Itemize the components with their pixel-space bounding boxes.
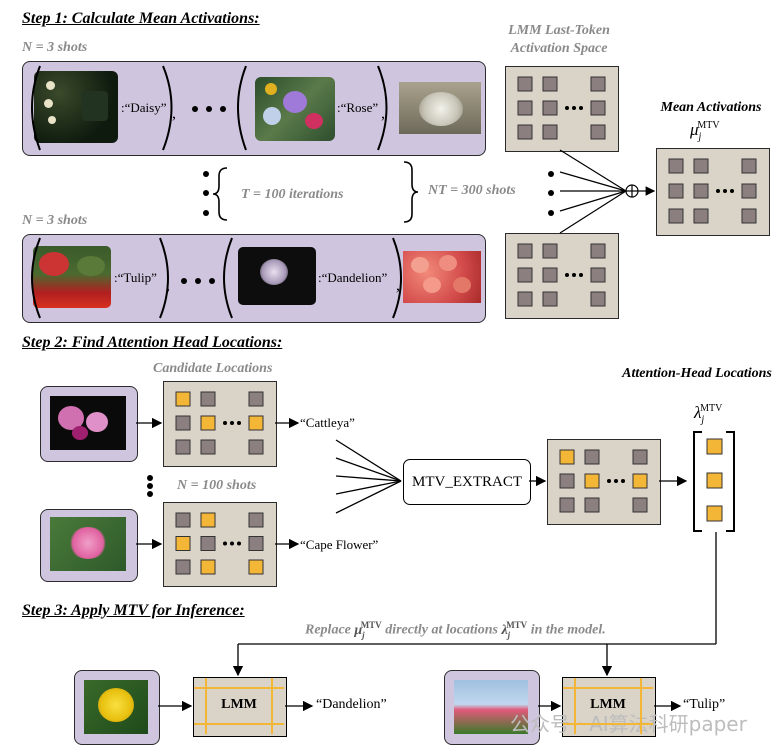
lmm-label-left: LMM [221, 697, 257, 712]
daisy-image [34, 71, 118, 143]
iterations-label: T = 100 iterations [241, 187, 344, 202]
mean-activations-title: Mean Activations [660, 100, 762, 115]
candidate-grid-bottom [163, 502, 277, 587]
replace-text: Replace μjMTV directly at locations λjMT… [305, 620, 606, 640]
label-dandelion: :“Dandelion” [318, 270, 388, 285]
mean-activations-symbol: μjMTV [690, 120, 720, 143]
candidate-title: Candidate Locations [153, 361, 273, 376]
label-daisy: :“Daisy” [121, 100, 167, 115]
query-tulips-image [454, 680, 528, 734]
locations-title-text: Attention-Head Locations [622, 366, 772, 381]
activation-space-title-text: LMM Last-Token Activation Space [508, 23, 610, 56]
location-cell [706, 505, 723, 522]
query-dandelion-image [84, 680, 148, 734]
watermark: 公众号 · AI算法科研paper [510, 712, 747, 736]
sum-lines [559, 149, 656, 234]
rose-image [255, 77, 335, 141]
location-cell [706, 472, 723, 489]
label-rose: :“Rose” [337, 100, 379, 115]
step2-shots-label: N = 100 shots [177, 478, 257, 493]
locations-title: Attention-Head Locations [622, 365, 772, 383]
locations-symbol: λjMTV [694, 403, 723, 426]
cape-flower-image [50, 517, 126, 571]
activation-grid-top [505, 66, 619, 152]
extracted-grid [547, 439, 661, 525]
cattleya-image [50, 396, 126, 450]
mtv-extract-box: MTV_EXTRACT [403, 459, 531, 505]
dandelion-puff-image [238, 247, 316, 305]
step3-title: Step 3: Apply MTV for Inference: [22, 602, 245, 619]
label-tulip: :“Tulip” [114, 270, 157, 285]
mean-activation-grid [656, 148, 770, 236]
nt-label: NT = 300 shots [428, 183, 516, 198]
dandelion-seed-image [399, 82, 481, 134]
location-cell [706, 438, 723, 455]
output-cattleya: “Cattleya” [300, 415, 355, 430]
step1-title: Step 1: Calculate Mean Activations: [22, 10, 260, 27]
output-dandelion: “Dandelion” [316, 697, 387, 712]
shots-label-top: N = 3 shots [22, 40, 88, 55]
output-cape-flower: “Cape Flower” [300, 537, 379, 552]
activation-space-title: LMM Last-Token Activation Space [484, 22, 634, 58]
output-tulip: “Tulip” [683, 697, 726, 712]
step2-title: Step 2: Find Attention Head Locations: [22, 334, 283, 351]
roses-image [403, 251, 481, 303]
mtv-extract-label: MTV_EXTRACT [412, 474, 522, 490]
tulip-garden-image [33, 246, 111, 308]
shots-label-bottom: N = 3 shots [22, 213, 88, 228]
activation-grid-bottom [505, 233, 619, 319]
lmm-label-right: LMM [590, 697, 626, 712]
candidate-grid-top [163, 381, 277, 467]
